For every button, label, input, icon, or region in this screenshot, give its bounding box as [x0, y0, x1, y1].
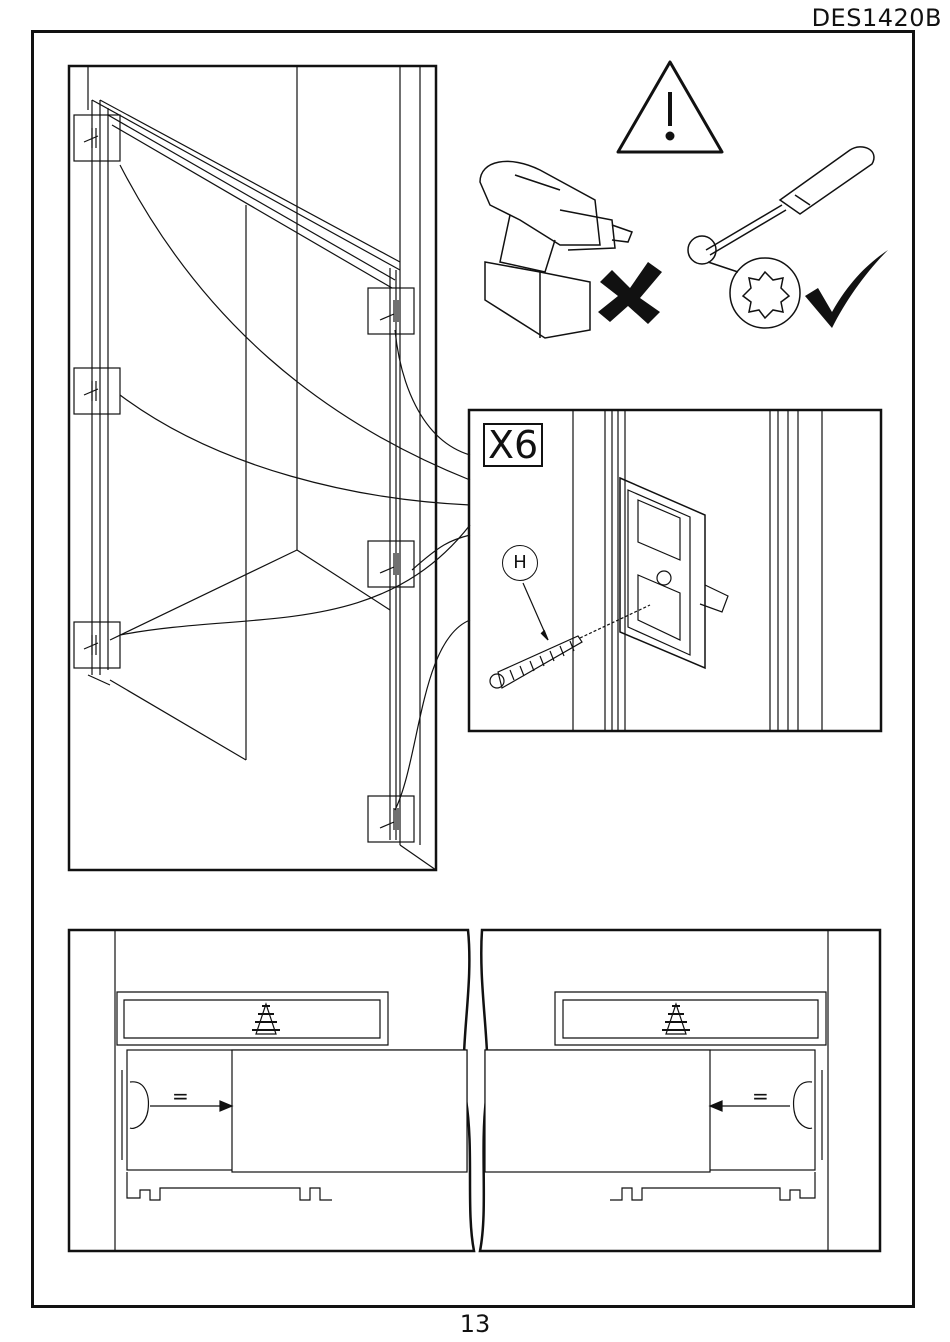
screw-h-drawing — [490, 605, 650, 688]
screw-part-label: H — [502, 545, 538, 581]
equal-gap-mark-left: = — [172, 1086, 189, 1106]
door-panel-view — [69, 66, 436, 870]
torx-bit-icon — [708, 258, 800, 328]
page-number: 13 — [0, 1310, 950, 1338]
screwdriver-icon — [688, 147, 874, 264]
check-mark-icon — [805, 250, 888, 328]
leader-lines — [120, 165, 470, 810]
quantity-label: X6 — [483, 423, 543, 467]
cross-mark-icon — [598, 262, 662, 324]
equal-gap-mark-right: = — [752, 1086, 769, 1106]
gap-detail-left — [69, 930, 474, 1251]
gap-detail-right — [480, 930, 880, 1251]
warning-triangle-icon — [618, 62, 722, 152]
